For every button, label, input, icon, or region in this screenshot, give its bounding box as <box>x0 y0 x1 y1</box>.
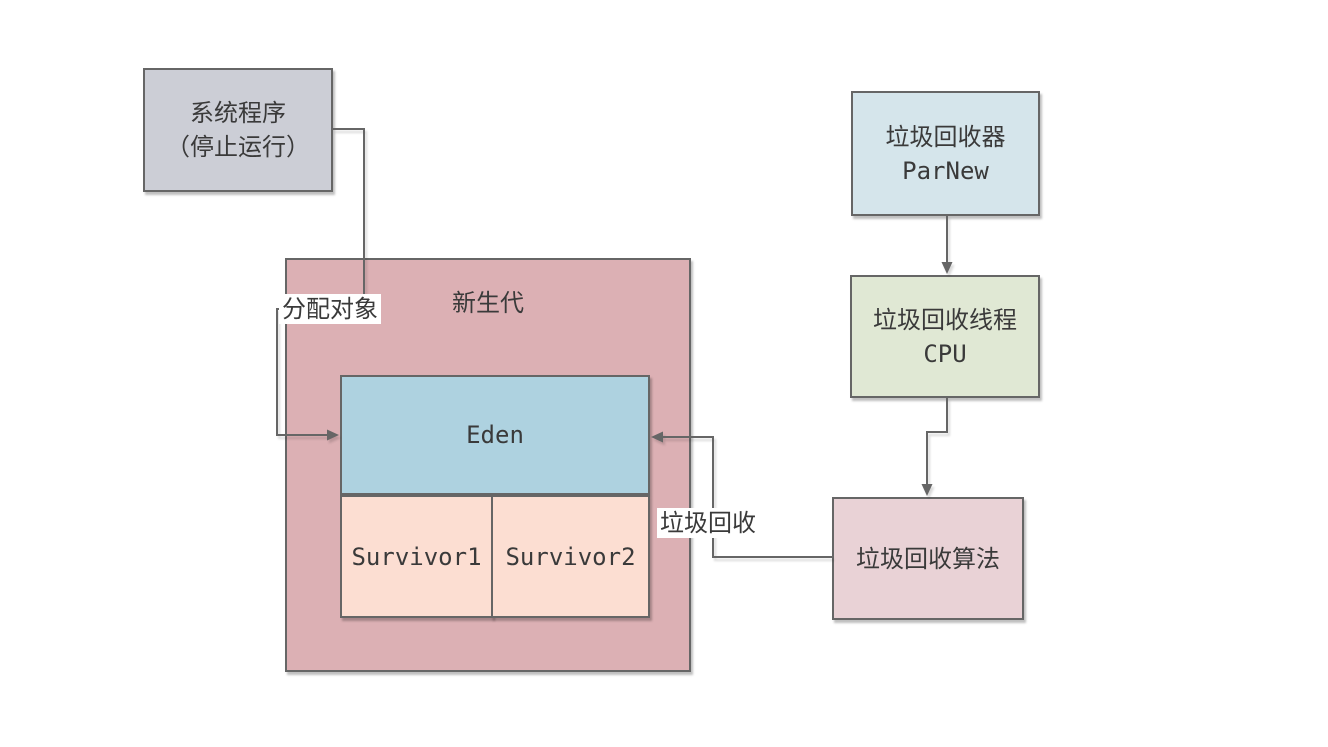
edge-label-allocate-object: 分配对象 <box>279 294 381 324</box>
cpu-line2: CPU <box>923 339 967 368</box>
gc-algorithm-box: 垃圾回收算法 <box>832 497 1024 620</box>
cpu-line1: 垃圾回收线程 <box>873 305 1017 334</box>
gc-thread-cpu-box: 垃圾回收线程 CPU <box>850 275 1040 398</box>
parnew-line2: ParNew <box>902 156 989 185</box>
survivor1-label: Survivor1 <box>351 542 482 571</box>
system-program-box: 系统程序 （停止运行） <box>143 68 333 192</box>
gc-collector-parnew-box: 垃圾回收器 ParNew <box>851 91 1040 216</box>
arrowhead-into-algorithm-icon <box>921 484 933 496</box>
edge-label-garbage-collect: 垃圾回收 <box>657 508 759 538</box>
eden-label: Eden <box>466 421 524 449</box>
survivor1-box: Survivor1 <box>340 495 493 618</box>
young-generation-title: 新生代 <box>452 289 524 317</box>
system-program-line1: 系统程序 <box>190 99 286 127</box>
system-program-line2: （停止运行） <box>166 133 310 161</box>
algorithm-label: 垃圾回收算法 <box>856 544 1000 573</box>
survivor2-box: Survivor2 <box>491 495 650 618</box>
edge-cpu-to-algorithm <box>926 398 948 484</box>
parnew-line1: 垃圾回收器 <box>885 122 1006 151</box>
survivor2-label: Survivor2 <box>505 542 636 571</box>
arrowhead-into-cpu-icon <box>941 262 953 274</box>
eden-box: Eden <box>340 375 650 495</box>
